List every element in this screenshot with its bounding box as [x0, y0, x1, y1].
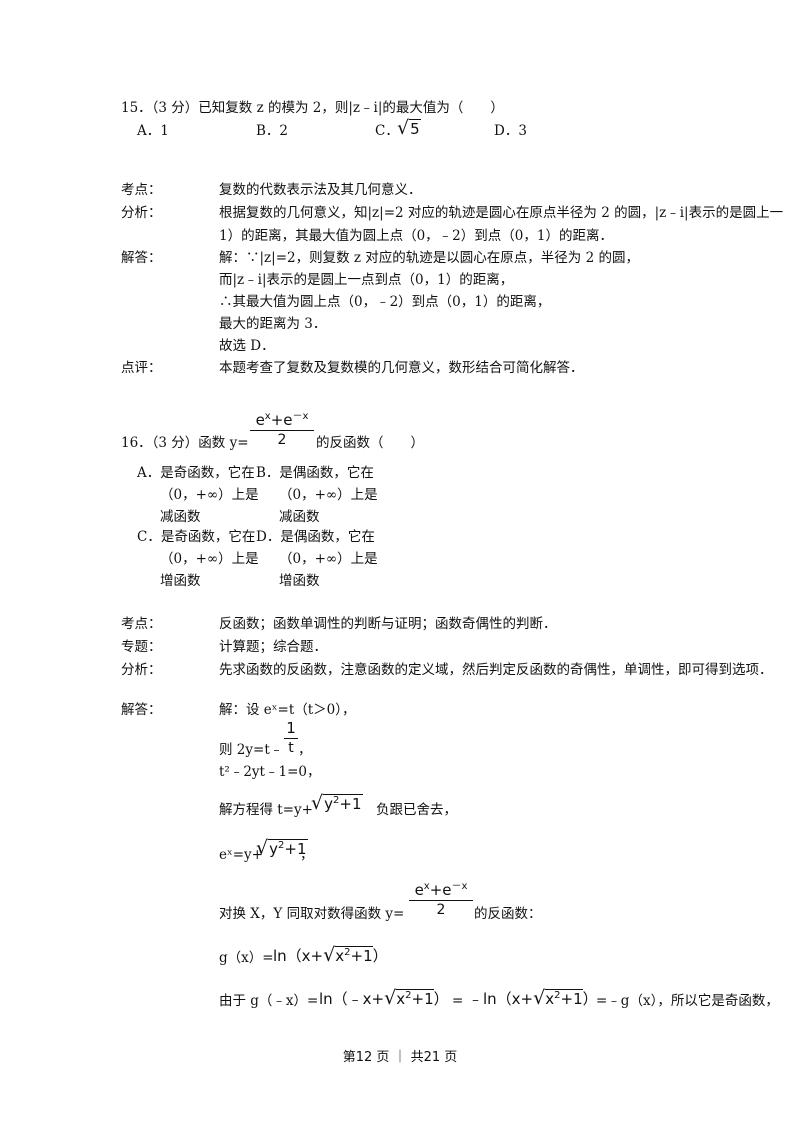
sol16-fenxi: 先求函数的反函数，注意函数的定义域，然后判定反函数的奇偶性，单调性，即可得到选项… [219, 662, 773, 678]
q16-option-a-line1: A．是奇函数，它在 [137, 465, 255, 481]
q15-option-d: D．3 [494, 123, 527, 139]
sol16-line4-sqrt: √y2+1 [311, 792, 363, 814]
sol16-line6-fraction: ex+e－x 2 [409, 882, 473, 918]
q15-option-b: B．2 [256, 123, 289, 139]
label-dianping: 点评： [121, 360, 162, 376]
q16-option-b-line1: B．是偶函数，它在 [256, 465, 374, 481]
sqrt: √x2+1 [384, 987, 434, 1009]
ln-term: ln（x+ [273, 947, 324, 965]
sol16-line5-sqrt: √y2+1 [256, 837, 308, 859]
label-zhuanti: 专题： [121, 639, 162, 655]
q16-option-b-line3: 减函数 [279, 509, 320, 525]
fraction-bar [250, 430, 314, 431]
fraction-denominator: 2 [277, 432, 287, 448]
sol16-line8-equals: = [452, 993, 464, 1009]
label-fenxi-16: 分析： [121, 662, 162, 678]
sol16-zhuanti: 计算题；综合题． [219, 639, 327, 655]
q16-stem-prefix: 16．（3 分）函数 y= [121, 435, 249, 451]
fraction-denominator: t [288, 740, 294, 756]
fraction-numerator: ex+e－x [414, 881, 468, 899]
fraction-numerator: 1 [286, 719, 296, 737]
q16-option-d-line1: D．是偶函数，它在 [256, 529, 375, 545]
sol16-line7-expression: ln（x+√x2+1） [273, 944, 388, 966]
sol16-kaodian: 反函数；函数单调性的判断与证明；函数奇偶性的判断． [219, 616, 557, 632]
q16-option-d-line3: 增函数 [279, 573, 320, 589]
ln-term: ﹣ln（x+ [468, 990, 534, 1008]
radicand: y2+1 [268, 839, 308, 858]
sqrt: √x2+1 [323, 944, 373, 966]
sol15-jieda-line2: 而|z﹣i|表示的是圆上一点到点（0，1）的距离， [219, 272, 514, 288]
q15-stem: 15．（3 分）已知复数 z 的模为 2，则|z﹣i|的最大值为（ ） [121, 100, 504, 116]
sol15-jieda-line4: 最大的距离为 3． [219, 316, 327, 332]
sol16-line8-expression2: ﹣ln（x+√x2+1） [468, 987, 598, 1009]
q15-option-a: A．1 [137, 123, 169, 139]
label-jieda-16: 解答： [121, 702, 162, 718]
sol15-jieda-line1: 解：∵|z|=2，则复数 z 对应的轨迹是以圆心在原点，半径为 2 的圆， [219, 250, 639, 266]
radicand: x2+1 [335, 946, 373, 965]
q16-option-b-line2: （0，+∞）上是 [279, 487, 378, 503]
close-paren: ） [372, 947, 388, 965]
sol15-jieda-line5: 故选 D． [219, 338, 275, 354]
radicand: y2+1 [323, 794, 363, 813]
fraction-bar [284, 738, 298, 739]
sol16-line2-fraction: 1 t [284, 720, 298, 756]
q16-option-d-line2: （0，+∞）上是 [279, 551, 378, 567]
q16-fraction: ex+e－x 2 [250, 412, 314, 448]
sol15-fenxi-line1: 根据复数的几何意义，知|z|=2 对应的轨迹是圆心在原点半径为 2 的圆，|z﹣… [219, 205, 784, 221]
sol16-line8-expression1: ln（﹣x+√x2+1） [319, 987, 449, 1009]
sol16-line7-prefix: g（x）= [219, 950, 274, 966]
sol15-jieda-line3: ∴其最大值为圆上点（0，﹣2）到点（0，1）的距离， [219, 294, 551, 310]
close-paren: ） [433, 990, 449, 1008]
sol16-line4-suffix: 负跟已舍去， [376, 802, 457, 818]
q15-option-c: C． [375, 123, 399, 139]
label-fenxi: 分析： [121, 205, 162, 221]
ln-term: ln（﹣x+ [319, 990, 385, 1008]
q16-option-c-line2: （0，+∞）上是 [160, 551, 259, 567]
close-paren: ） [582, 990, 598, 1008]
radicand: 5 [409, 119, 421, 138]
sqrt: √x2+1 [533, 987, 583, 1009]
label-kaodian: 考点： [121, 182, 162, 198]
label-kaodian-16: 考点： [121, 616, 162, 632]
sol15-fenxi-line2: 1）的距离，其最大值为圆上点（0，﹣2）到点（0，1）的距离． [219, 228, 613, 244]
sol16-line4-prefix: 解方程得 t=y+ [219, 802, 313, 818]
sol16-line5-prefix: eˣ=y+ [219, 847, 263, 863]
q16-option-c-line3: 增函数 [160, 573, 201, 589]
sol16-line1: 解：设 eˣ=t（t＞0）， [219, 702, 356, 718]
q15-option-c-sqrt: √5 [397, 117, 421, 139]
sol16-line8-suffix: =﹣g（x），所以它是奇函数， [596, 993, 779, 1009]
sol16-line3: t²﹣2yt﹣1=0， [219, 764, 321, 780]
page-footer: 第12 页 ｜ 共21 页 [342, 1050, 458, 1065]
radicand: x2+1 [545, 989, 583, 1008]
sol16-line5-suffix: ， [300, 847, 314, 863]
label-jieda: 解答： [121, 250, 162, 266]
sol16-line2-prefix: 则 2y=t﹣ [219, 742, 284, 758]
q16-option-a-line2: （0，+∞）上是 [160, 487, 259, 503]
radicand: x2+1 [396, 989, 434, 1008]
fraction-numerator: ex+e－x [255, 411, 309, 429]
sol16-line6-suffix: 的反函数： [474, 906, 542, 922]
sol16-line8-prefix: 由于 g（﹣x）= [219, 993, 319, 1009]
q16-stem-suffix: 的反函数（ ） [316, 435, 424, 451]
fraction-denominator: 2 [436, 902, 446, 918]
sol16-line6-prefix: 对换 X，Y 同取对数得函数 y= [219, 906, 405, 922]
q16-option-a-line3: 减函数 [160, 509, 201, 525]
fraction-bar [409, 900, 473, 901]
sol16-line2-suffix: ， [298, 742, 312, 758]
sol15-kaodian: 复数的代数表示法及其几何意义． [219, 182, 422, 198]
sol15-dianping: 本题考查了复数及复数模的几何意义，数形结合可简化解答． [219, 360, 584, 376]
q16-option-c-line1: C．是奇函数，它在 [137, 529, 256, 545]
